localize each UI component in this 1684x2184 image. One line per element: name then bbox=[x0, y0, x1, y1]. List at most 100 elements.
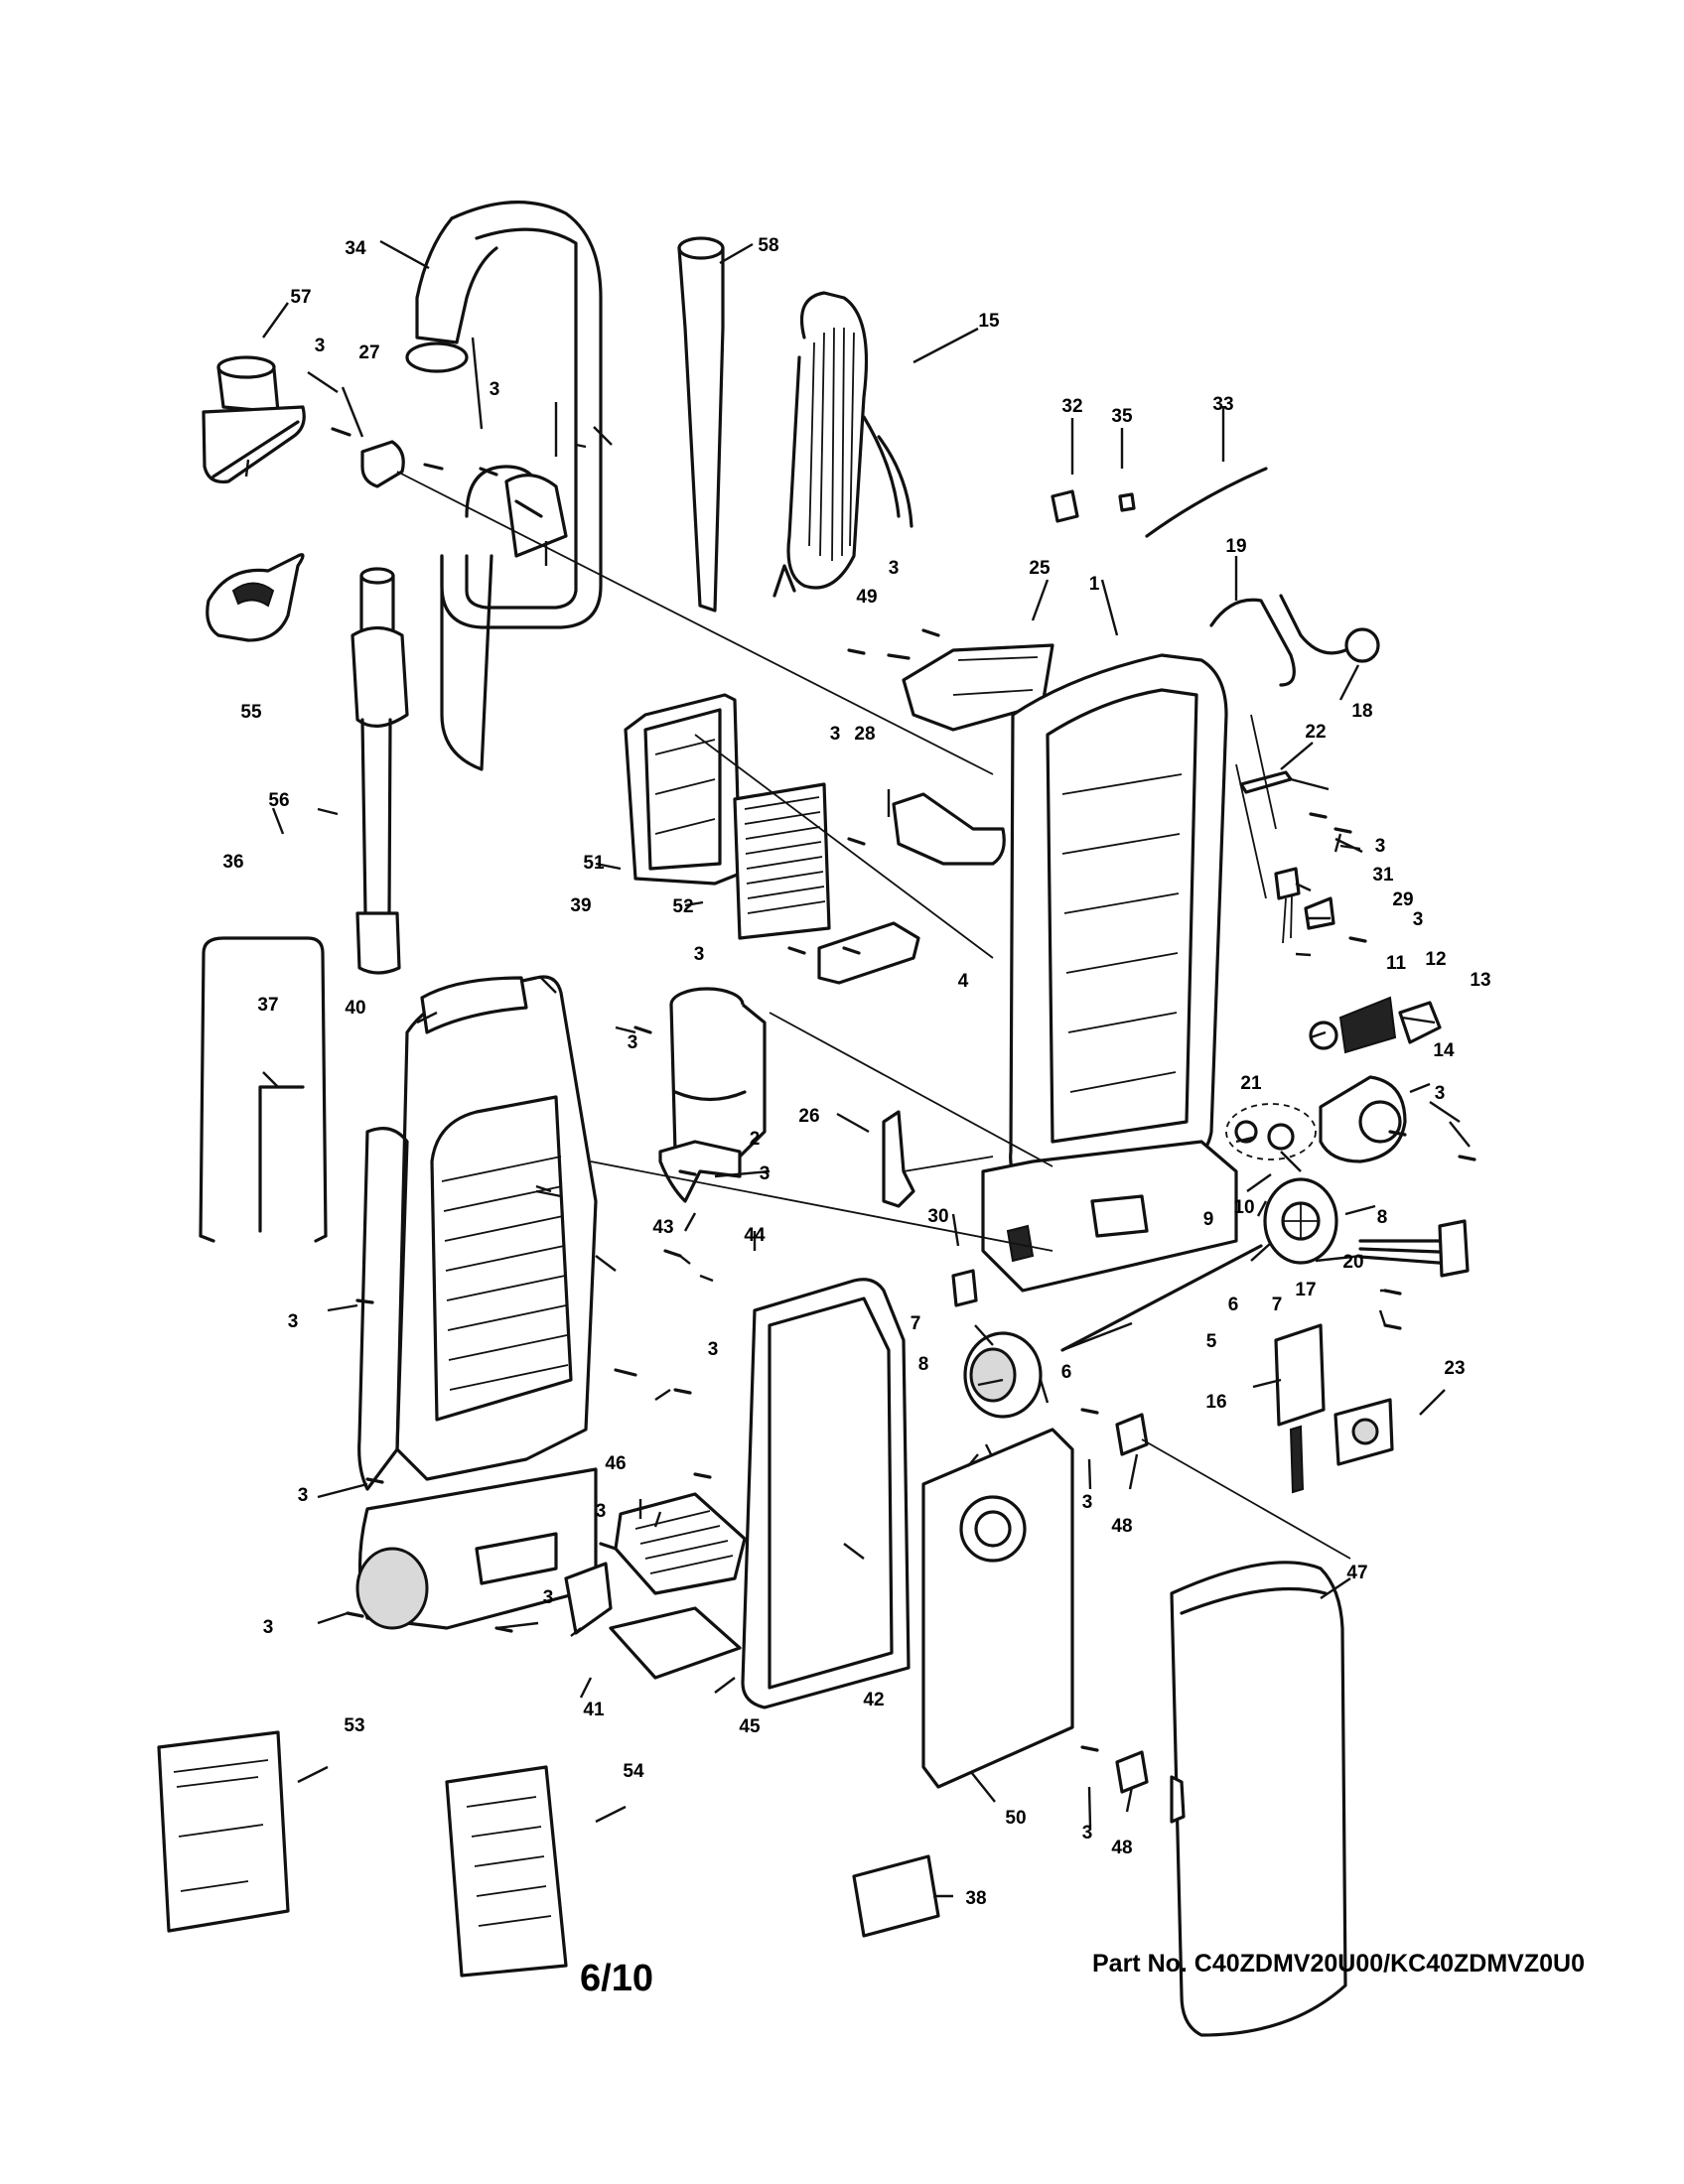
card-38-drawing bbox=[852, 1854, 940, 1938]
callout-4: 4 bbox=[958, 971, 969, 992]
spring-drawing bbox=[1338, 996, 1397, 1054]
hinge-lower-drawing bbox=[1115, 1750, 1149, 1794]
callout-30: 30 bbox=[927, 1206, 948, 1227]
alignment-lines bbox=[396, 471, 1351, 1560]
callout-18: 18 bbox=[1351, 701, 1372, 722]
callout-10: 10 bbox=[1233, 1197, 1254, 1218]
callout-3-r: 3 bbox=[1082, 1823, 1093, 1843]
hepa-filter-drawing bbox=[733, 782, 831, 940]
callout-38: 38 bbox=[965, 1888, 986, 1909]
part-30-drawing bbox=[951, 1269, 978, 1307]
callout-13: 13 bbox=[1470, 970, 1490, 991]
grip-40-drawing bbox=[420, 976, 528, 1034]
hook-37-drawing bbox=[258, 1085, 305, 1233]
callout-3-b: 3 bbox=[490, 379, 500, 400]
callout-9: 9 bbox=[1203, 1209, 1214, 1230]
wire-nut-32-drawing bbox=[1051, 489, 1079, 523]
callout-3-d: 3 bbox=[830, 724, 841, 745]
callout-29: 29 bbox=[1392, 889, 1413, 910]
callout-11: 11 bbox=[1386, 953, 1407, 974]
page-number: 6/10 bbox=[580, 1958, 653, 1999]
callout-17: 17 bbox=[1295, 1280, 1316, 1300]
crevice-tool-drawing bbox=[677, 236, 725, 613]
hose-handle-drawing bbox=[405, 201, 603, 771]
callout-50: 50 bbox=[1005, 1808, 1026, 1829]
callout-37: 37 bbox=[257, 995, 278, 1016]
callout-16: 16 bbox=[1205, 1392, 1226, 1413]
callout-53: 53 bbox=[344, 1715, 364, 1736]
leader-lines bbox=[244, 239, 1471, 1898]
callout-42: 42 bbox=[863, 1690, 884, 1710]
callout-32: 32 bbox=[1061, 396, 1082, 417]
callout-41: 41 bbox=[583, 1700, 605, 1720]
callout-21: 21 bbox=[1240, 1073, 1262, 1094]
callout-43: 43 bbox=[652, 1217, 673, 1238]
callout-labels: 34 57 58 15 32 35 33 3 27 3 19 18 3 49 2… bbox=[222, 235, 1490, 1909]
switch-23-drawing bbox=[1333, 1398, 1394, 1466]
callout-36: 36 bbox=[222, 852, 243, 873]
callout-3-o: 3 bbox=[1082, 1492, 1093, 1513]
filter-pad-drawing bbox=[609, 1606, 742, 1680]
hose-clip-drawing bbox=[360, 440, 405, 488]
callout-2: 2 bbox=[750, 1129, 761, 1150]
callout-51: 51 bbox=[583, 853, 605, 874]
screws-drawing bbox=[331, 427, 1476, 1752]
callout-55: 55 bbox=[240, 702, 262, 723]
latch-26-drawing bbox=[882, 1110, 915, 1208]
motor-cover-drawing bbox=[1319, 1075, 1407, 1163]
callout-7-b: 7 bbox=[911, 1313, 921, 1334]
callout-33: 33 bbox=[1212, 394, 1233, 415]
owners-manual-drawing bbox=[157, 1730, 290, 1933]
callout-1: 1 bbox=[1089, 574, 1100, 595]
callout-25: 25 bbox=[1029, 558, 1051, 579]
callout-3-g: 3 bbox=[694, 944, 705, 965]
callout-52: 52 bbox=[672, 896, 693, 917]
circuit-board-drawing bbox=[1274, 1323, 1326, 1494]
parts-list-drawing bbox=[445, 1765, 568, 1978]
callout-19: 19 bbox=[1225, 536, 1246, 557]
dust-bag-drawing bbox=[921, 1428, 1074, 1789]
callout-3-m: 3 bbox=[298, 1485, 309, 1506]
bag-compartment-drawing bbox=[355, 975, 598, 1630]
callout-46: 46 bbox=[605, 1453, 626, 1474]
callout-6-b: 6 bbox=[1061, 1362, 1072, 1383]
callout-3-a: 3 bbox=[315, 336, 326, 356]
wheel-rear-drawing bbox=[1263, 1177, 1338, 1265]
power-cord-drawing bbox=[772, 291, 913, 598]
gasket-frame-drawing bbox=[741, 1278, 911, 1709]
callout-12: 12 bbox=[1425, 949, 1446, 970]
callout-8-b: 8 bbox=[918, 1354, 929, 1375]
main-body-drawing bbox=[981, 653, 1238, 1293]
callout-57: 57 bbox=[290, 287, 311, 308]
callout-3-l: 3 bbox=[708, 1339, 719, 1360]
callout-40: 40 bbox=[345, 998, 365, 1019]
callout-3-p: 3 bbox=[543, 1587, 554, 1608]
callout-3-j: 3 bbox=[760, 1163, 771, 1184]
callout-20: 20 bbox=[1342, 1252, 1363, 1273]
hinge-upper-drawing bbox=[1115, 1413, 1149, 1456]
callout-6-a: 6 bbox=[1228, 1295, 1239, 1315]
axle-drawing bbox=[1060, 1244, 1263, 1352]
callout-35: 35 bbox=[1111, 406, 1133, 427]
wheel-front-drawing bbox=[963, 1331, 1043, 1419]
callout-3-i: 3 bbox=[1435, 1083, 1446, 1104]
callout-31: 31 bbox=[1372, 865, 1394, 886]
callout-8-a: 8 bbox=[1377, 1207, 1388, 1228]
bag-door-drawing bbox=[1170, 1561, 1347, 2037]
callout-14: 14 bbox=[1433, 1040, 1455, 1061]
callout-27: 27 bbox=[358, 342, 379, 363]
cap-13-drawing bbox=[1398, 1001, 1442, 1044]
motor-housing-drawing bbox=[669, 987, 767, 1165]
callout-15: 15 bbox=[978, 311, 1000, 332]
callout-28: 28 bbox=[854, 724, 875, 745]
callout-3-n: 3 bbox=[596, 1501, 607, 1522]
wand-drawing bbox=[351, 567, 409, 975]
callout-5: 5 bbox=[1206, 1331, 1217, 1352]
grille-46-drawing bbox=[614, 1492, 747, 1595]
plate-4-drawing bbox=[817, 921, 920, 985]
connector-31-drawing bbox=[1274, 867, 1301, 944]
turbo-brush-drawing bbox=[206, 553, 305, 642]
callout-44: 44 bbox=[744, 1225, 766, 1246]
callout-3-k: 3 bbox=[288, 1311, 299, 1332]
callout-3-e: 3 bbox=[1375, 836, 1386, 857]
